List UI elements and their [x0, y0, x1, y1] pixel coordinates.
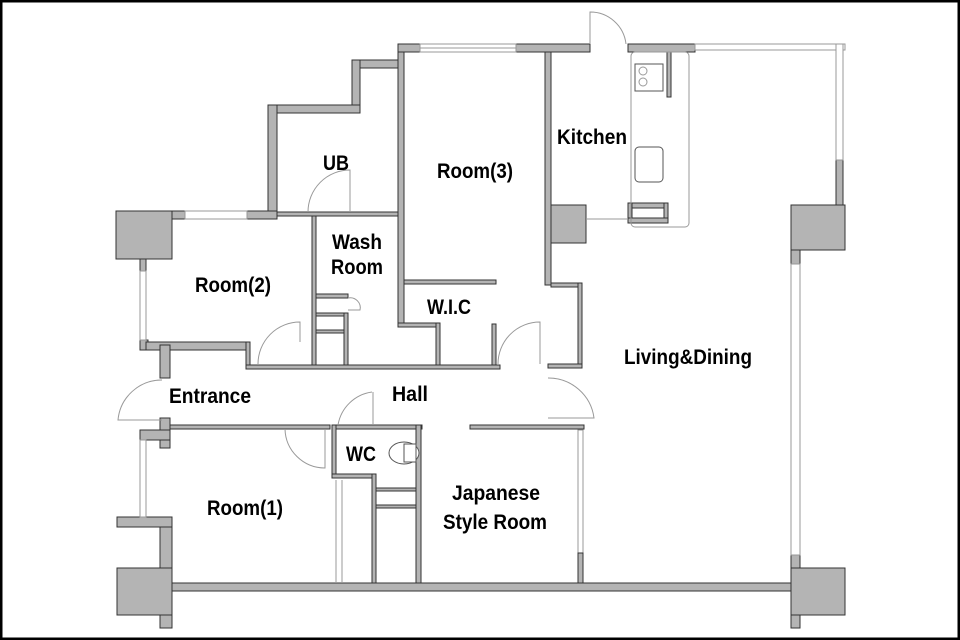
label-japanese-1: Japanese: [452, 482, 540, 505]
label-room1: Room(1): [207, 497, 283, 520]
interior-walls: [169, 51, 672, 584]
label-wash-2: Room: [331, 256, 383, 279]
label-wash-1: Wash: [332, 231, 382, 254]
label-hall: Hall: [392, 383, 428, 406]
label-wc: WC: [346, 443, 376, 466]
fixtures: [388, 51, 690, 465]
stove-icon: [634, 63, 664, 92]
pillars: [115, 204, 846, 616]
label-ub: UB: [323, 152, 349, 175]
label-room2: Room(2): [195, 274, 271, 297]
sink-icon: [634, 146, 664, 183]
label-entrance: Entrance: [169, 385, 251, 408]
label-wic: W.I.C: [427, 296, 471, 319]
room-labels: UB Room(3) Kitchen Wash Room Room(2) W.I…: [169, 126, 752, 534]
doors: [117, 11, 628, 583]
label-room3: Room(3): [437, 160, 513, 183]
label-japanese-2: Style Room: [443, 511, 547, 534]
label-living-dining: Living&Dining: [624, 346, 752, 369]
label-kitchen: Kitchen: [557, 126, 627, 149]
windows: [139, 43, 846, 556]
